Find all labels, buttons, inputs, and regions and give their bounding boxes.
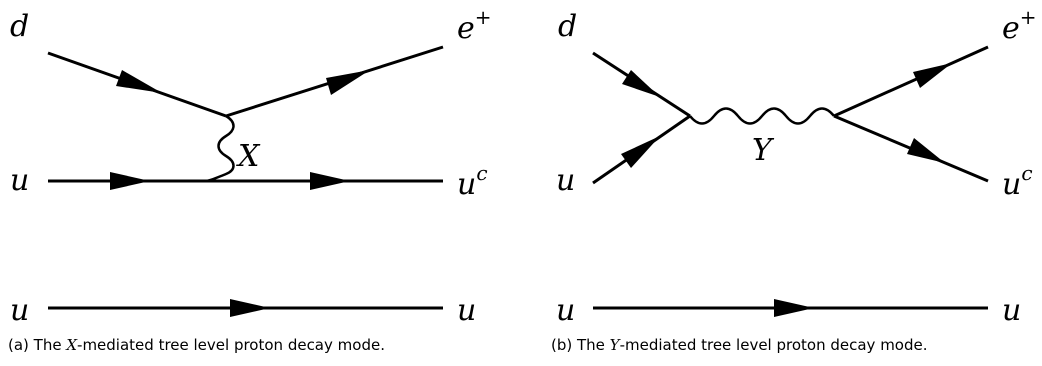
label-u-spectator-out-a: u <box>457 293 476 328</box>
caption-a-suffix: -mediated tree level proton decay mode. <box>77 336 385 354</box>
label-d-a: d <box>10 9 29 44</box>
caption-a-symbol: X <box>66 336 78 354</box>
label-u-spectator-in-b: u <box>556 293 575 328</box>
feynman-diagrams: d e+ u uc X u u d e+ u uc Y u u <box>10 5 1037 328</box>
positron-arrow-b <box>913 63 952 88</box>
spectator-u-arrow-a <box>230 299 270 317</box>
caption-b-suffix: -mediated tree level proton decay mode. <box>619 336 928 354</box>
label-uc-b: uc <box>1002 161 1033 202</box>
u-quark-arrow-b <box>621 136 660 168</box>
d-quark-arrow-b <box>622 70 660 97</box>
caption-b-prefix: (b) The <box>551 336 610 354</box>
label-u-in-a: u <box>10 163 29 198</box>
label-u-in-b: u <box>556 163 575 198</box>
label-positron-a: e+ <box>457 5 492 46</box>
label-u-spectator-out-b: u <box>1002 293 1021 328</box>
label-y-boson: Y <box>752 133 775 168</box>
positron-line-b <box>833 45 989 118</box>
label-u-spectator-in-a: u <box>10 293 29 328</box>
label-x-boson: X <box>236 139 261 174</box>
caption-a: (a) The X-mediated tree level proton dec… <box>8 336 385 354</box>
spectator-u-arrow-b <box>774 299 814 317</box>
label-d-b: d <box>558 9 577 44</box>
diagram-b: d e+ u uc Y u u <box>556 5 1037 328</box>
caption-b: (b) The Y-mediated tree level proton dec… <box>551 336 928 354</box>
caption-a-prefix: (a) The <box>8 336 67 354</box>
uc-arrow-b <box>907 138 945 163</box>
u-quark-arrow-1-a <box>110 172 150 190</box>
x-boson-propagator <box>204 114 235 183</box>
diagram-a: d e+ u uc X u u <box>10 5 492 328</box>
positron-arrow-a <box>326 70 370 95</box>
d-quark-arrow-a <box>116 70 162 93</box>
caption-b-symbol: Y <box>609 336 620 354</box>
u-quark-arrow-2-a <box>310 172 350 190</box>
label-positron-b: e+ <box>1002 5 1037 46</box>
y-boson-propagator <box>689 107 835 125</box>
label-uc-a: uc <box>457 161 488 202</box>
